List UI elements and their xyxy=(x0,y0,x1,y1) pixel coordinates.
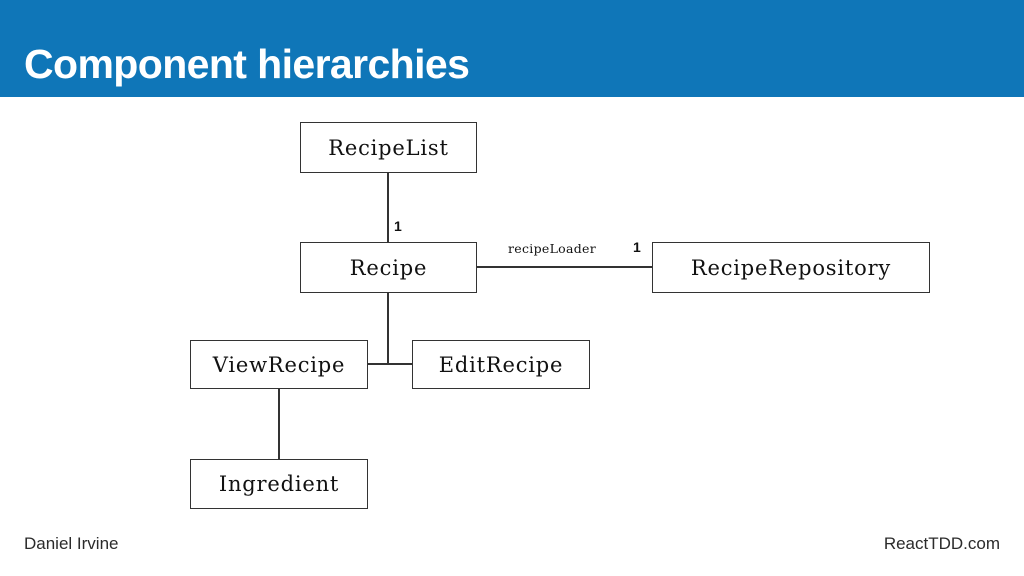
node-edit-recipe-label: EditRecipe xyxy=(438,352,564,377)
node-recipe-list-label: RecipeList xyxy=(328,135,449,160)
slide-header-banner xyxy=(0,0,1024,97)
slide-footer: Daniel Irvine ReactTDD.com xyxy=(0,520,1024,576)
edge-label-recipe-loader: recipeLoader xyxy=(508,241,597,256)
node-recipe-repository[interactable]: RecipeRepository xyxy=(652,242,930,293)
page-title: Component hierarchies xyxy=(24,41,470,87)
diagram-connector-lines xyxy=(278,173,652,459)
node-recipe-repository-label: RecipeRepository xyxy=(690,255,892,280)
node-view-recipe-label: ViewRecipe xyxy=(212,352,346,377)
node-recipe-label: Recipe xyxy=(349,255,428,280)
node-view-recipe[interactable]: ViewRecipe xyxy=(190,340,368,389)
node-recipe-list[interactable]: RecipeList xyxy=(300,122,477,173)
node-edit-recipe[interactable]: EditRecipe xyxy=(412,340,590,389)
multiplicity-recipe-reciperepository: 1 xyxy=(633,239,641,255)
node-recipe[interactable]: Recipe xyxy=(300,242,477,293)
component-hierarchy-diagram: RecipeList Recipe RecipeRepository ViewR… xyxy=(0,97,1024,517)
multiplicity-recipelist-recipe: 1 xyxy=(394,218,402,234)
footer-site: ReactTDD.com xyxy=(883,534,1000,553)
footer-author: Daniel Irvine xyxy=(24,534,119,553)
node-ingredient-label: Ingredient xyxy=(218,472,340,496)
node-ingredient[interactable]: Ingredient xyxy=(190,459,368,509)
